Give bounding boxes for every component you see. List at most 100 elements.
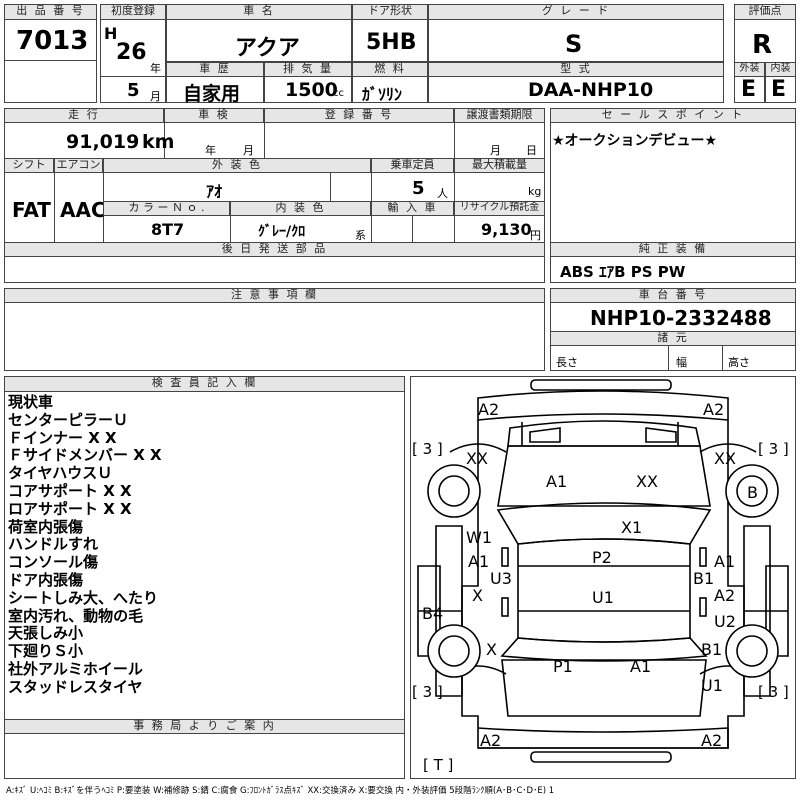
- fuel-label: 燃 料: [352, 62, 428, 77]
- reg-no-label: 登 録 番 号: [264, 108, 454, 123]
- mark-u3: U3: [490, 569, 512, 588]
- exterior-score: E: [741, 77, 757, 102]
- chassis-number: NHP10-2332488: [590, 306, 772, 330]
- lot-number: 7013: [16, 26, 89, 56]
- notes-label: 注 意 事 項 欄: [4, 288, 545, 303]
- recycle: 9,130: [481, 220, 532, 239]
- transfer-month-unit: 月: [490, 144, 501, 157]
- inspection-month-unit: 月: [243, 144, 254, 157]
- inspector-label: 検 査 員 記 入 欄: [4, 376, 405, 392]
- tire-depth-rear-left: [ 3 ]: [412, 683, 443, 701]
- damage-legend: A:ｷｽﾞ U:ﾍｺﾐ B:ｷｽﾞを伴うﾍｺﾐ P:要塗装 W:補修跡 S:錆 …: [6, 786, 555, 796]
- mark-xx-wheel-fr: XX: [714, 449, 736, 468]
- inspector-note-line: 荷室内張傷: [8, 517, 84, 536]
- inspector-note-line: 天張しみ小: [8, 624, 84, 643]
- mark-a1-trunk: A1: [630, 657, 652, 676]
- tire-depth-rear-right: [ 3 ]: [758, 683, 789, 701]
- inspection-year-unit: 年: [205, 144, 216, 157]
- tire-depth-front-left: [ 3 ]: [412, 440, 443, 458]
- grade: S: [565, 30, 583, 58]
- lot-number-label: 出 品 番 号: [4, 4, 97, 20]
- first-reg-box: [100, 4, 166, 103]
- mark-a1-hood: A1: [546, 472, 568, 491]
- capacity: 5: [412, 178, 425, 199]
- mileage-label: 走 行: [4, 108, 164, 123]
- car-name-label: 車 名: [166, 4, 352, 20]
- int-color: ｸﾞﾚｰ/ｸﾛ: [258, 224, 306, 240]
- mark-u2: U2: [714, 612, 736, 631]
- mark-b1-door-right: B1: [693, 569, 715, 588]
- shift-label: シフト: [4, 158, 54, 173]
- tire-depth-front-right: [ 3 ]: [758, 440, 789, 458]
- door-type: 5HB: [366, 30, 417, 55]
- inspector-note-line: センターピラーＵ: [8, 410, 129, 429]
- import-label: 輸 入 車: [371, 201, 454, 216]
- int-color-label: 内 装 色: [230, 201, 371, 216]
- mark-a2-front-right: A2: [703, 400, 725, 419]
- max-load-unit: kg: [528, 185, 542, 198]
- history: 自家用: [183, 83, 241, 105]
- inspector-note-line: コンソール傷: [8, 553, 99, 572]
- ext-color-label: 外 装 色: [103, 158, 371, 173]
- shift: FAT: [12, 198, 51, 222]
- displacement-unit: cc: [333, 88, 344, 99]
- inspector-note-line: ロアサポート X X: [8, 499, 132, 518]
- equipment-label: 純 正 装 備: [550, 242, 796, 257]
- sales-point-label: セ ー ル ス ポ イ ン ト: [550, 108, 796, 123]
- mark-b-wheel: B: [747, 483, 758, 502]
- reg-month: 5: [127, 80, 140, 101]
- exterior-label: 外装: [734, 62, 765, 77]
- width-label: 幅: [676, 356, 687, 369]
- int-color-unit: 系: [355, 229, 366, 242]
- car-outline-diagram: [417, 379, 789, 763]
- length-label: 長さ: [556, 356, 578, 369]
- mark-b4: B4: [422, 604, 444, 623]
- equipment: ABS ｴｱB PS PW: [560, 263, 686, 281]
- reg-year-unit: 年: [150, 62, 161, 75]
- reg-year: 26: [116, 40, 147, 65]
- mark-a2-door-right: A2: [714, 586, 736, 605]
- color-no: 8T7: [151, 220, 185, 239]
- mark-a2-rear-right: A2: [701, 731, 723, 750]
- recycle-unit: 円: [530, 229, 541, 242]
- inspector-note-line: ドア内張傷: [8, 570, 84, 589]
- color-no-label: カ ラ ー Ｎ ｏ .: [103, 201, 230, 216]
- damage-diagram-box: [410, 376, 796, 779]
- history-label: 車 歴: [166, 62, 264, 77]
- mark-b1-wheel-rr: B1: [701, 640, 723, 659]
- mark-u1-rear: U1: [701, 676, 723, 695]
- inspector-note-line: 室内汚れ、動物の毛: [8, 606, 144, 625]
- sales-point: ★オークションデビュー★: [552, 133, 718, 149]
- interior-score: E: [771, 77, 787, 102]
- fuel: ｶﾞｿﾘﾝ: [362, 85, 403, 104]
- mark-xx-wheel-fl: XX: [466, 449, 488, 468]
- inspector-box: [4, 376, 405, 779]
- ext-color: ｱｵ: [206, 182, 223, 201]
- mark-xx-hood: XX: [636, 472, 658, 491]
- displacement: 1500: [285, 79, 338, 101]
- displacement-label: 排 気 量: [264, 62, 352, 77]
- capacity-unit: 人: [437, 187, 448, 200]
- grade-label: グ レ ー ド: [428, 4, 724, 20]
- car-name: アクア: [235, 36, 300, 61]
- later-parts-label: 後 日 発 送 部 品: [4, 242, 545, 257]
- interior-label: 内装: [765, 62, 796, 77]
- score-label: 評価点: [734, 4, 796, 20]
- inspector-note-line: 下廻りＳ小: [8, 642, 84, 661]
- reg-month-unit: 月: [150, 90, 161, 103]
- specs-label: 諸 元: [550, 331, 796, 346]
- mark-w1: W1: [466, 528, 492, 547]
- mark-x-door-left: X: [472, 586, 483, 605]
- mark-a1-door-right: A1: [714, 552, 736, 571]
- lot-number-box: [4, 4, 97, 103]
- ac-label: エアコン: [54, 158, 103, 173]
- inspector-note-line: ハンドルすれ: [8, 535, 99, 554]
- mark-a1-door-left: A1: [468, 552, 490, 571]
- inspector-note-line: スタッドレスタイヤ: [8, 677, 143, 696]
- mark-a2-rear-left: A2: [480, 731, 502, 750]
- inspector-note-line: 現状車: [8, 393, 54, 411]
- inspector-note-line: コアサポート X X: [8, 481, 132, 500]
- era: H: [104, 24, 118, 43]
- transfer-label: 譲渡書類期限: [454, 108, 545, 123]
